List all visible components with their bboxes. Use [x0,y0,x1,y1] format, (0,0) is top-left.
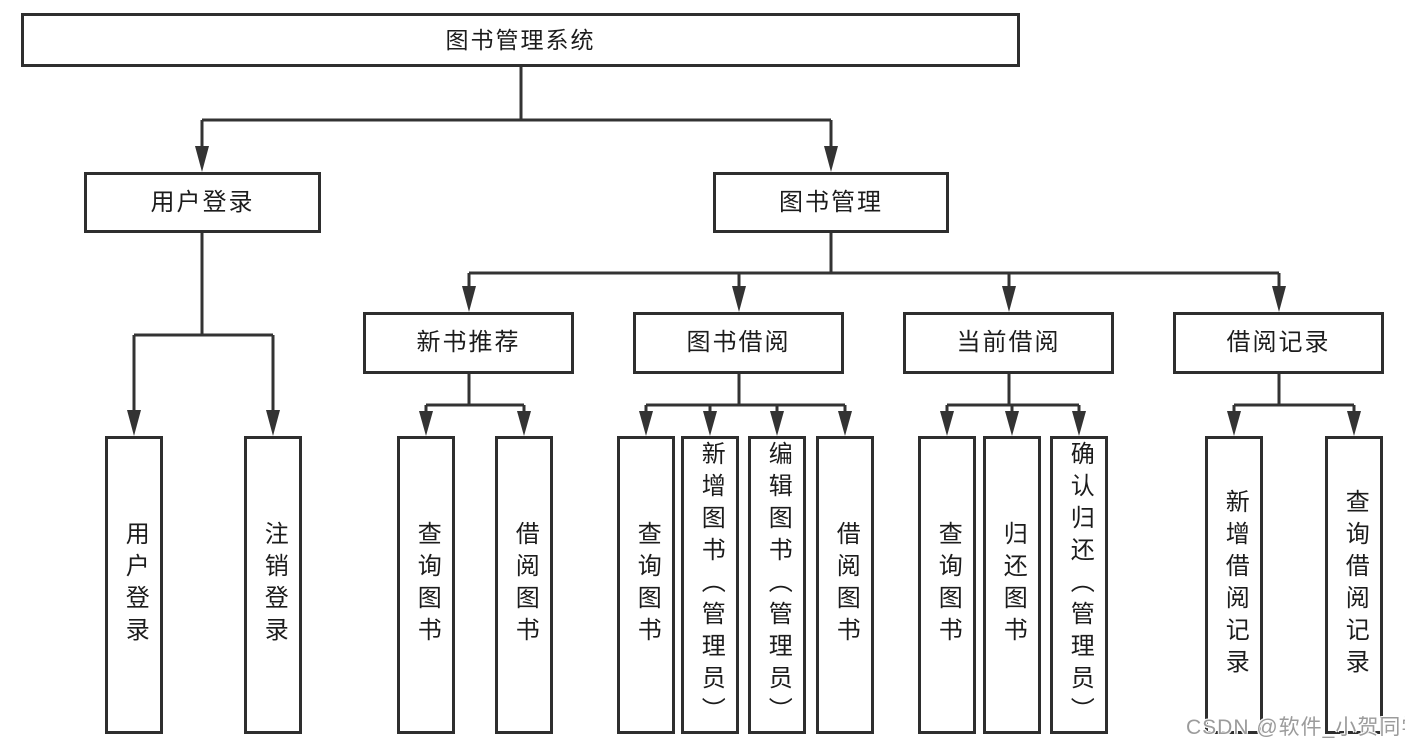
node-book-borrowing: 图书借阅 [633,312,844,374]
node-return-books: 归还图书 [983,436,1041,734]
node-current-borrowing: 当前借阅 [903,312,1114,374]
node-label: 新书推荐 [416,329,521,356]
node-label: 图书借阅 [686,329,791,356]
node-label: 查询图书 [633,521,661,649]
node-label: 借阅图书 [511,521,539,649]
node-query-borrow-record: 查询借阅记录 [1325,436,1383,734]
node-query-books: 查询图书 [918,436,976,734]
csdn-watermark: CSDN @软件_小贺同学 [1186,716,1405,739]
node-label: 查询图书 [934,521,962,649]
node-confirm-return-admin: 确认归还（管理员） [1050,436,1108,734]
node-book-management: 图书管理 [713,172,949,233]
node-query-books: 查询图书 [397,436,455,734]
node-label: 查询借阅记录 [1341,489,1369,681]
node-label: 编辑图书（管理员） [764,441,792,729]
node-label: 查询图书 [413,521,441,649]
node-label: 确认归还（管理员） [1066,441,1094,729]
node-label: 归还图书 [999,521,1027,649]
node-label: 借阅图书 [832,521,860,649]
node-add-books-admin: 新增图书（管理员） [681,436,739,734]
node-user-login-leaf: 用户登录 [105,436,163,734]
node-label: 新增借阅记录 [1221,489,1249,681]
node-library-management-system: 图书管理系统 [21,13,1020,67]
node-label: 用户登录 [121,521,149,649]
node-user-login: 用户登录 [84,172,321,233]
node-label: 当前借阅 [956,329,1061,356]
node-label: 借阅记录 [1226,329,1331,356]
node-borrow-books: 借阅图书 [495,436,553,734]
node-edit-books-admin: 编辑图书（管理员） [748,436,806,734]
node-logout: 注销登录 [244,436,302,734]
node-new-book-recommendation: 新书推荐 [363,312,574,374]
node-borrowing-records: 借阅记录 [1173,312,1384,374]
node-add-borrow-record: 新增借阅记录 [1205,436,1263,734]
node-label: 新增图书（管理员） [697,441,725,729]
node-label: 注销登录 [260,521,288,649]
node-borrow-books: 借阅图书 [816,436,874,734]
node-label: 图书管理系统 [445,26,596,53]
node-label: 图书管理 [779,188,883,216]
node-query-books: 查询图书 [617,436,675,734]
node-label: 用户登录 [150,188,255,216]
